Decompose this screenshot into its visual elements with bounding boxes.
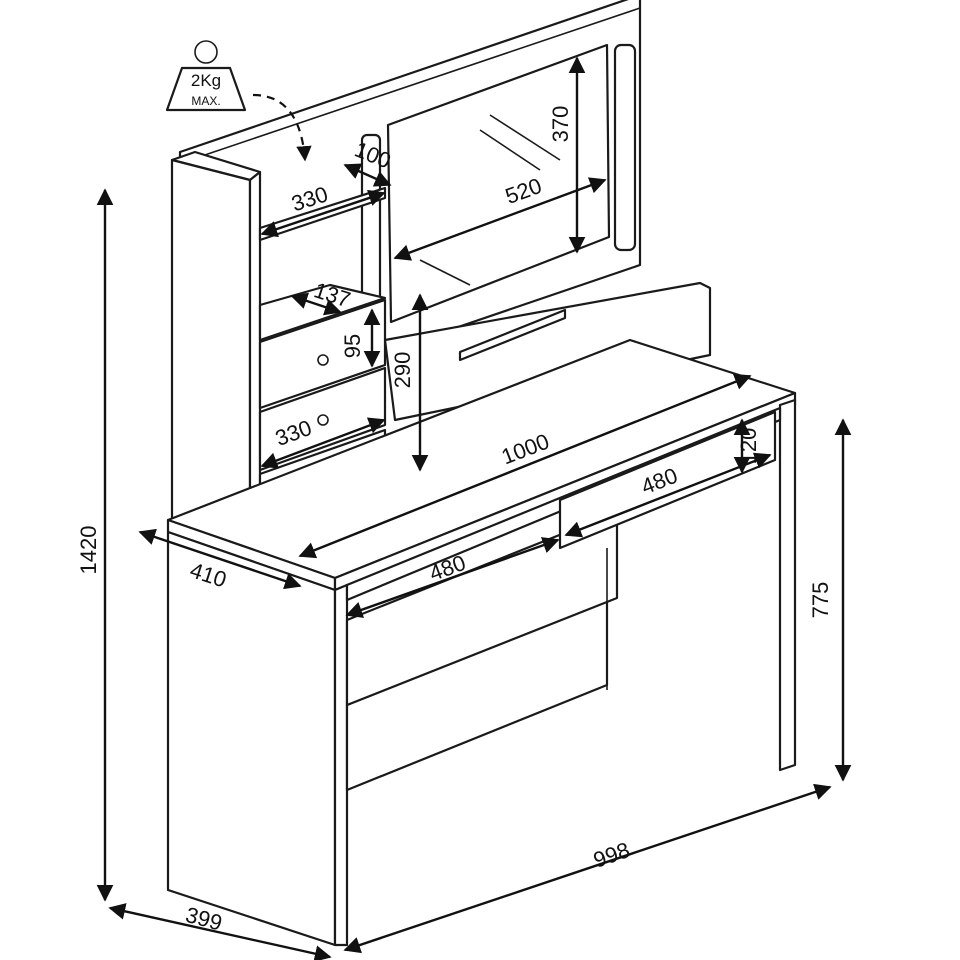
weight-load: 2Kg (191, 71, 221, 90)
label-desk-width: 998 (590, 837, 633, 873)
hutch-left-column (170, 150, 262, 547)
dimension-lines (96, 56, 852, 960)
label-desk-height: 775 (808, 582, 833, 619)
label-hutch-opening-height: 290 (390, 352, 415, 389)
weight-limit-badge: 2Kg MAX. (165, 40, 312, 162)
label-small-drawer-height: 95 (340, 334, 365, 358)
label-total-height: 1420 (76, 526, 101, 575)
label-drawer-height: 120 (736, 428, 761, 465)
label-mirror-height: 370 (548, 106, 573, 143)
weight-limit: MAX. (191, 94, 220, 108)
